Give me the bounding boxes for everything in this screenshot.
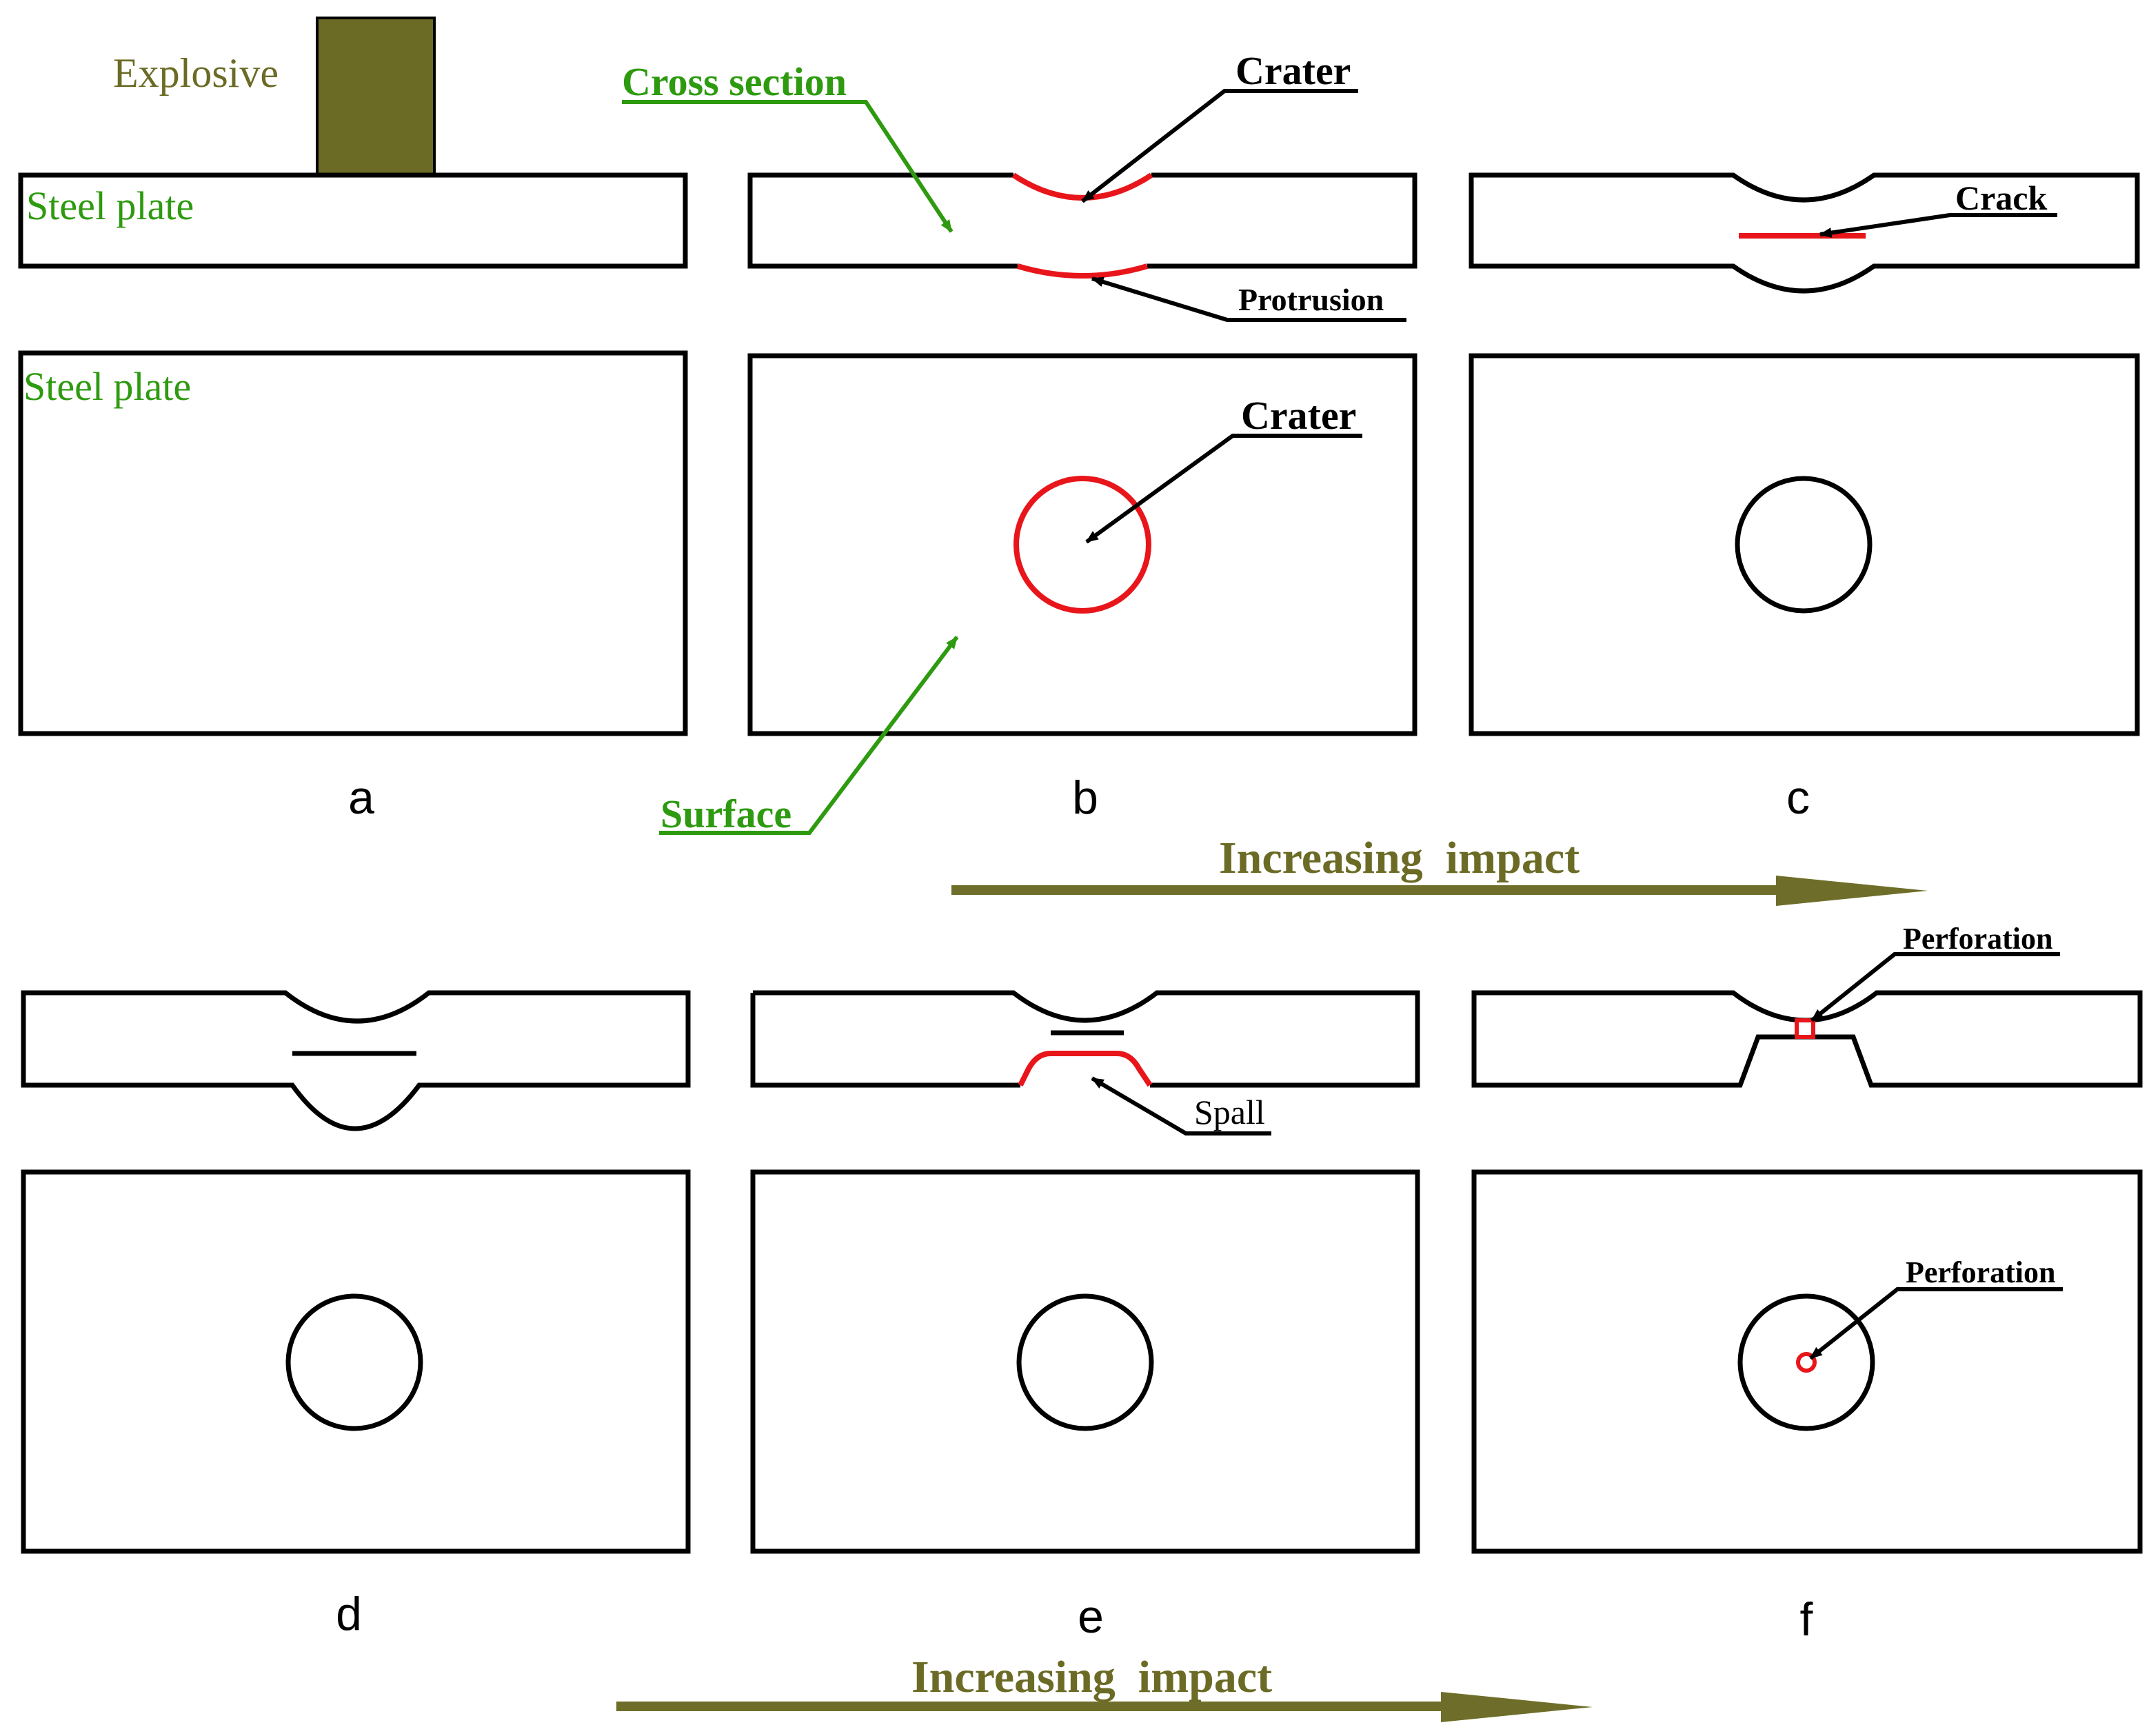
panel-c: Crack c xyxy=(1469,172,2140,824)
plate-section-d xyxy=(21,990,691,1131)
crater-section-leader xyxy=(1081,89,1358,203)
steel-plate-surface-d xyxy=(21,1169,691,1554)
cross-section-leader xyxy=(622,100,954,233)
steel-plate-surface-f xyxy=(1471,1169,2143,1554)
steel-plate-surface-c xyxy=(1469,353,2140,736)
protrusion-label: Protrusion xyxy=(1238,282,1384,317)
panel-d: d xyxy=(21,990,691,1640)
perforation-surface-label: Perforation xyxy=(1906,1255,2055,1289)
perforation-hole-surface xyxy=(1796,1352,1817,1373)
perforation-section-leader xyxy=(1810,952,2060,1022)
crater-surface-label: Crater xyxy=(1241,393,1356,438)
arrow-head-bottom xyxy=(1441,1692,1593,1722)
arrow-shaft-bottom xyxy=(616,1702,1457,1711)
crater-section-label: Crater xyxy=(1235,48,1351,93)
steel-plate-surface-label: Steel plate xyxy=(23,364,191,409)
perforation-surface-leader xyxy=(1809,1287,2063,1360)
protrusion-leader xyxy=(1091,276,1406,322)
panel-e: Spall e xyxy=(750,990,1420,1643)
steel-plate-surface-e xyxy=(750,1169,1420,1554)
arrow-shaft-top xyxy=(951,885,1793,895)
increasing-impact-arrow-top: Increasing impact xyxy=(951,833,1928,906)
panel-label-d: d xyxy=(336,1588,362,1640)
spall-label: Spall xyxy=(1194,1093,1265,1131)
surface-label: Surface xyxy=(660,791,791,836)
steel-plate-section-a xyxy=(18,172,688,269)
increasing-impact-label-top: Increasing impact xyxy=(1219,833,1580,883)
protrusion-curve xyxy=(1016,263,1149,279)
crater-circle-e xyxy=(1016,1293,1154,1431)
crack-label: Crack xyxy=(1955,179,2047,217)
surface-leader xyxy=(659,636,959,835)
increasing-impact-label-bottom: Increasing impact xyxy=(911,1652,1272,1702)
arrow-head-top xyxy=(1776,876,1928,906)
explosive-label: Explosive xyxy=(113,50,279,96)
panel-label-e: e xyxy=(1078,1591,1104,1643)
plate-section-e xyxy=(750,990,1420,1088)
explosive-charge xyxy=(316,17,436,176)
panel-label-a: a xyxy=(348,771,374,824)
plate-section-b xyxy=(747,172,1417,269)
plate-section-f xyxy=(1471,990,2143,1088)
crater-circle-b xyxy=(1013,476,1151,614)
panel-b: Crater Protrusion Cross section Crater S… xyxy=(622,48,1417,836)
steel-plate-surface-b xyxy=(747,353,1417,736)
cross-section-label: Cross section xyxy=(622,59,847,104)
plate-section-c xyxy=(1469,172,2140,294)
panel-label-c: c xyxy=(1786,771,1810,824)
perforation-section-label: Perforation xyxy=(1903,922,2052,956)
crater-surface-leader xyxy=(1085,434,1362,544)
panel-label-f: f xyxy=(1800,1593,1813,1646)
crater-circle-f xyxy=(1737,1293,1875,1431)
panel-label-b: b xyxy=(1072,771,1098,824)
perforation-hole-section xyxy=(1795,1018,1815,1039)
crack-leader xyxy=(1819,213,2057,238)
crater-circle-d xyxy=(285,1293,423,1431)
panel-f: Perforation Perforation f xyxy=(1471,922,2143,1646)
panel-a: Explosive Steel plate Steel plate a xyxy=(18,17,688,824)
steel-plate-surface-a xyxy=(18,350,688,736)
spall-leader xyxy=(1091,1076,1271,1136)
increasing-impact-arrow-bottom: Increasing impact xyxy=(616,1652,1593,1722)
steel-plate-section-label: Steel plate xyxy=(26,183,194,228)
spall-curve xyxy=(1018,1051,1153,1087)
crater-curve xyxy=(1011,172,1153,201)
crater-circle-c xyxy=(1735,476,1873,614)
